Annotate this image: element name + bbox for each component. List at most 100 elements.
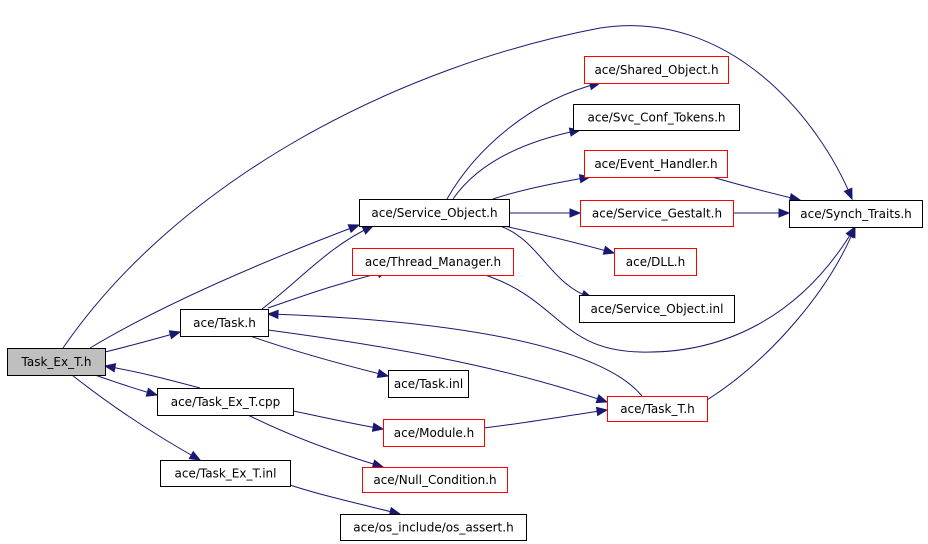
node-box[interactable] (388, 370, 469, 398)
arrow-head (778, 208, 791, 218)
edge-task_h-to-task_t_h (267, 329, 609, 404)
node-label: ace/Svc_Conf_Tokens.h (587, 111, 725, 125)
arrow-head (371, 459, 385, 469)
arrow-head (843, 187, 853, 201)
node-label: ace/Service_Object.h (371, 206, 497, 220)
node-label: Task_Ex_T.h (21, 355, 92, 369)
node-null-condition-h[interactable]: ace/Null_Condition.h (362, 467, 508, 493)
node-layer: Task_Ex_T.hace/Task.hace/Task_Ex_T.cppac… (7, 56, 923, 541)
node-label: ace/Service_Object.inl (591, 302, 724, 316)
edge-line (267, 329, 608, 403)
node-box[interactable] (340, 514, 527, 541)
edge-task_t_h-to-task_h (266, 309, 643, 397)
edge-line (492, 176, 591, 200)
edge-module_h-to-task_t_h (483, 406, 609, 429)
node-box[interactable] (584, 150, 728, 178)
node-task-t-h[interactable]: ace/Task_T.h (607, 396, 708, 422)
edge-line (267, 313, 643, 397)
arrow-head (188, 450, 202, 461)
node-box[interactable] (362, 467, 508, 493)
node-box[interactable] (160, 460, 291, 487)
edge-line (104, 365, 201, 389)
edge-line (711, 176, 801, 201)
edge-line (503, 225, 615, 254)
node-task-h[interactable]: ace/Task.h (180, 309, 269, 337)
node-box[interactable] (584, 56, 729, 84)
node-label: ace/os_include/os_assert.h (353, 521, 513, 535)
node-box[interactable] (580, 200, 734, 227)
node-os-assert-h[interactable]: ace/os_include/os_assert.h (340, 514, 527, 541)
node-box[interactable] (614, 248, 697, 276)
node-box[interactable] (359, 199, 510, 227)
node-task-inl[interactable]: ace/Task.inl (388, 370, 469, 398)
node-label: ace/DLL.h (626, 255, 685, 269)
node-label: ace/Synch_Traits.h (800, 207, 911, 221)
edge-line (247, 414, 384, 468)
arrow-head (595, 394, 609, 404)
edge-task_ex_t_h-to-synch_traits_h (62, 25, 853, 349)
arrow-head (595, 406, 609, 417)
node-svc-conf-tokens-h[interactable]: ace/Svc_Conf_Tokens.h (573, 104, 740, 131)
node-label: ace/Task_Ex_T.cpp (171, 395, 281, 409)
edge-line (483, 409, 608, 429)
node-dll-h[interactable]: ace/DLL.h (614, 248, 697, 276)
node-box[interactable] (579, 295, 735, 323)
node-task-ex-t-inl[interactable]: ace/Task_Ex_T.inl (160, 460, 291, 487)
edge-line (452, 129, 581, 200)
edge-thread_manager_h-to-synch_traits_h (484, 225, 856, 353)
node-box[interactable] (789, 200, 923, 228)
node-module-h[interactable]: ace/Module.h (383, 419, 485, 447)
arrow-head (376, 368, 390, 379)
node-label: ace/Null_Condition.h (373, 473, 496, 487)
edge-event_handler_h-to-synch_traits_h (711, 176, 802, 203)
edge-task_h-to-task_inl (249, 335, 390, 379)
node-label: ace/Task_T.h (620, 402, 695, 416)
node-box[interactable] (383, 419, 485, 447)
node-box[interactable] (180, 309, 269, 337)
node-box[interactable] (607, 396, 708, 422)
node-task-ex-t-cpp[interactable]: ace/Task_Ex_T.cpp (157, 388, 294, 416)
arrow-head (845, 225, 856, 239)
edge-service_object_h-to-service_gestalt_h (509, 208, 582, 218)
node-box[interactable] (352, 248, 514, 276)
edge-task_ex_t_h-to-task_ex_t_cpp (94, 374, 159, 397)
node-box[interactable] (157, 388, 294, 416)
arrow-head (266, 309, 279, 320)
edge-task_ex_t_cpp-to-task_ex_t_h (103, 363, 201, 389)
node-label: ace/Module.h (394, 426, 474, 440)
node-label: ace/Task.inl (394, 377, 463, 391)
edge-line (249, 335, 389, 377)
edge-service_object_h-to-dll_h (503, 225, 616, 255)
node-event-handler-h[interactable]: ace/Event_Handler.h (584, 150, 728, 178)
node-thread-manager-h[interactable]: ace/Thread_Manager.h (352, 248, 514, 276)
node-synch-traits-h[interactable]: ace/Synch_Traits.h (789, 200, 923, 228)
edge-line (62, 25, 853, 349)
node-task-ex-t-h[interactable]: Task_Ex_T.h (7, 348, 106, 376)
edge-task_ex_t_cpp-to-null_condition_h (247, 414, 385, 469)
edge-task_ex_t_h-to-task_h (104, 330, 182, 353)
arrow-head (168, 330, 182, 340)
node-service-gestalt-h[interactable]: ace/Service_Gestalt.h (580, 200, 734, 227)
edge-line (289, 484, 401, 515)
edge-line (104, 331, 181, 353)
arrow-head (569, 208, 582, 218)
edge-line (706, 226, 856, 401)
node-label: ace/Shared_Object.h (594, 63, 718, 77)
node-service-object-h[interactable]: ace/Service_Object.h (359, 199, 510, 227)
arrow-head (361, 225, 375, 235)
node-label: ace/Task_Ex_T.inl (175, 467, 277, 481)
node-shared-object-h[interactable]: ace/Shared_Object.h (584, 56, 729, 84)
arrow-head (602, 245, 616, 255)
edge-service_gestalt_h-to-synch_traits_h (733, 208, 791, 218)
node-service-object-inl[interactable]: ace/Service_Object.inl (579, 295, 735, 323)
node-box[interactable] (7, 348, 106, 376)
node-box[interactable] (573, 104, 740, 131)
arrow-head (103, 363, 117, 373)
edge-line (261, 225, 374, 310)
edge-line (499, 225, 593, 299)
edge-task_ex_t_h-to-service_object_h (89, 224, 361, 349)
edge-service_object_h-to-event_handler_h (492, 174, 592, 200)
edge-line (292, 410, 384, 430)
arrow-head (145, 387, 159, 397)
